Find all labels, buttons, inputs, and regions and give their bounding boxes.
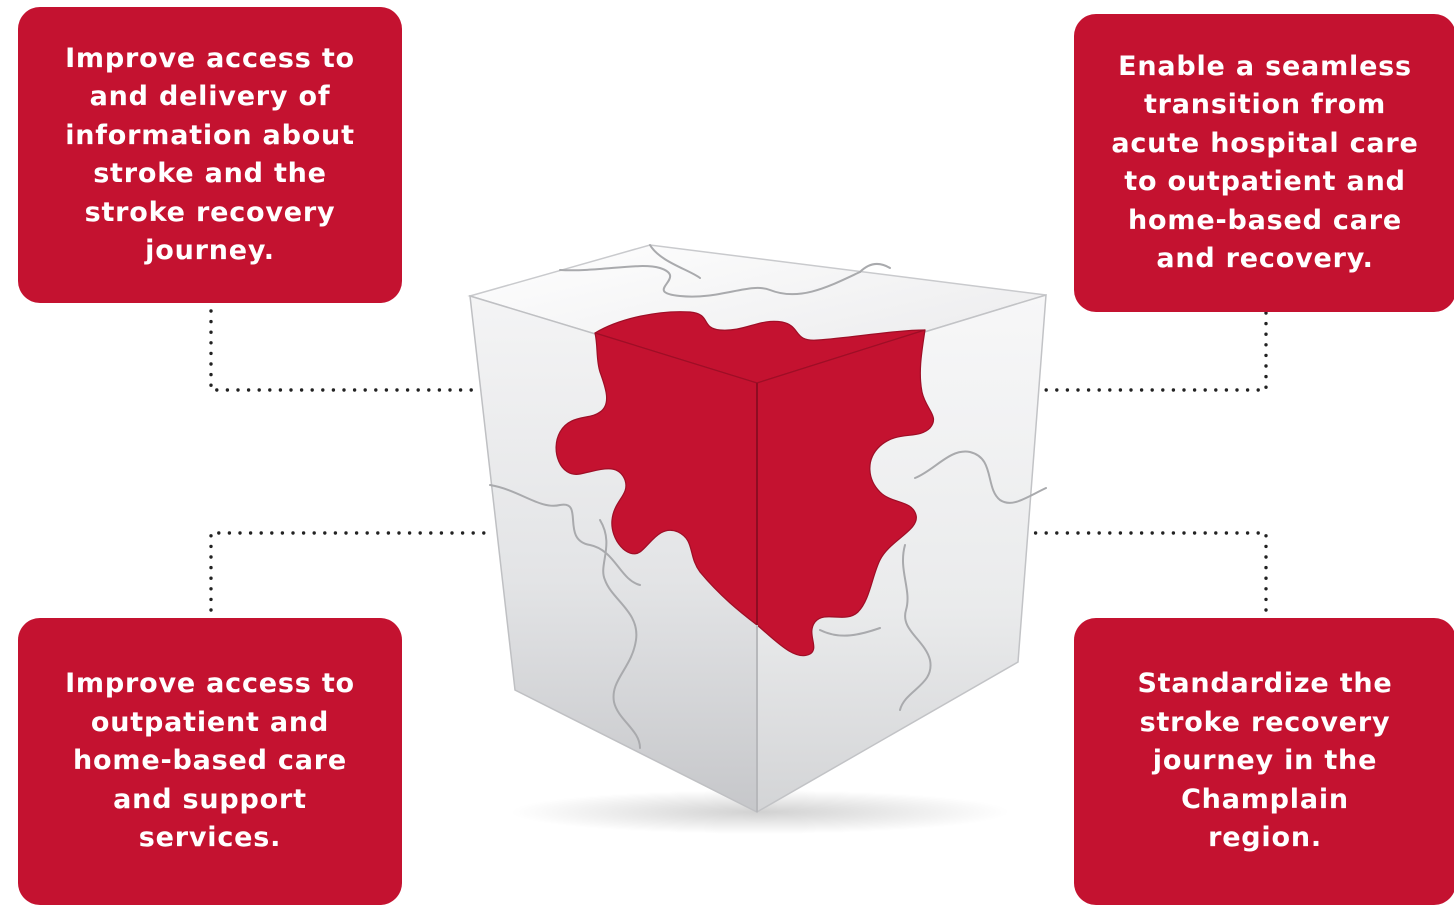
goal-box-bottom-right: Standardize the stroke recovery journey …: [1074, 618, 1454, 905]
red-left-piece: [555, 332, 758, 626]
left-seam-1: [489, 484, 641, 586]
left-seam-2: [599, 519, 641, 749]
goal-text-top-right: Enable a seamless transition from acute …: [1111, 50, 1419, 275]
right-seam-2: [899, 544, 932, 711]
red-right-piece: [756, 329, 935, 657]
top-seam-2: [649, 244, 701, 279]
goal-text-bottom-right: Standardize the stroke recovery journey …: [1137, 668, 1393, 854]
goal-box-top-right: Enable a seamless transition from acute …: [1074, 14, 1454, 312]
right-seam-1: [914, 450, 1047, 504]
top-seam-1: [559, 265, 861, 298]
goal-text-top-left: Improve access to and delivery of inform…: [65, 42, 355, 267]
top-seam-3: [859, 262, 891, 273]
right-seam-3: [819, 627, 881, 637]
red-top-piece: [594, 311, 926, 384]
cube-shadow: [510, 790, 1010, 834]
goal-box-bottom-left: Improve access to outpatient and home-ba…: [18, 618, 402, 905]
goal-text-bottom-left: Improve access to outpatient and home-ba…: [65, 668, 355, 854]
goal-box-top-left: Improve access to and delivery of inform…: [18, 7, 402, 303]
